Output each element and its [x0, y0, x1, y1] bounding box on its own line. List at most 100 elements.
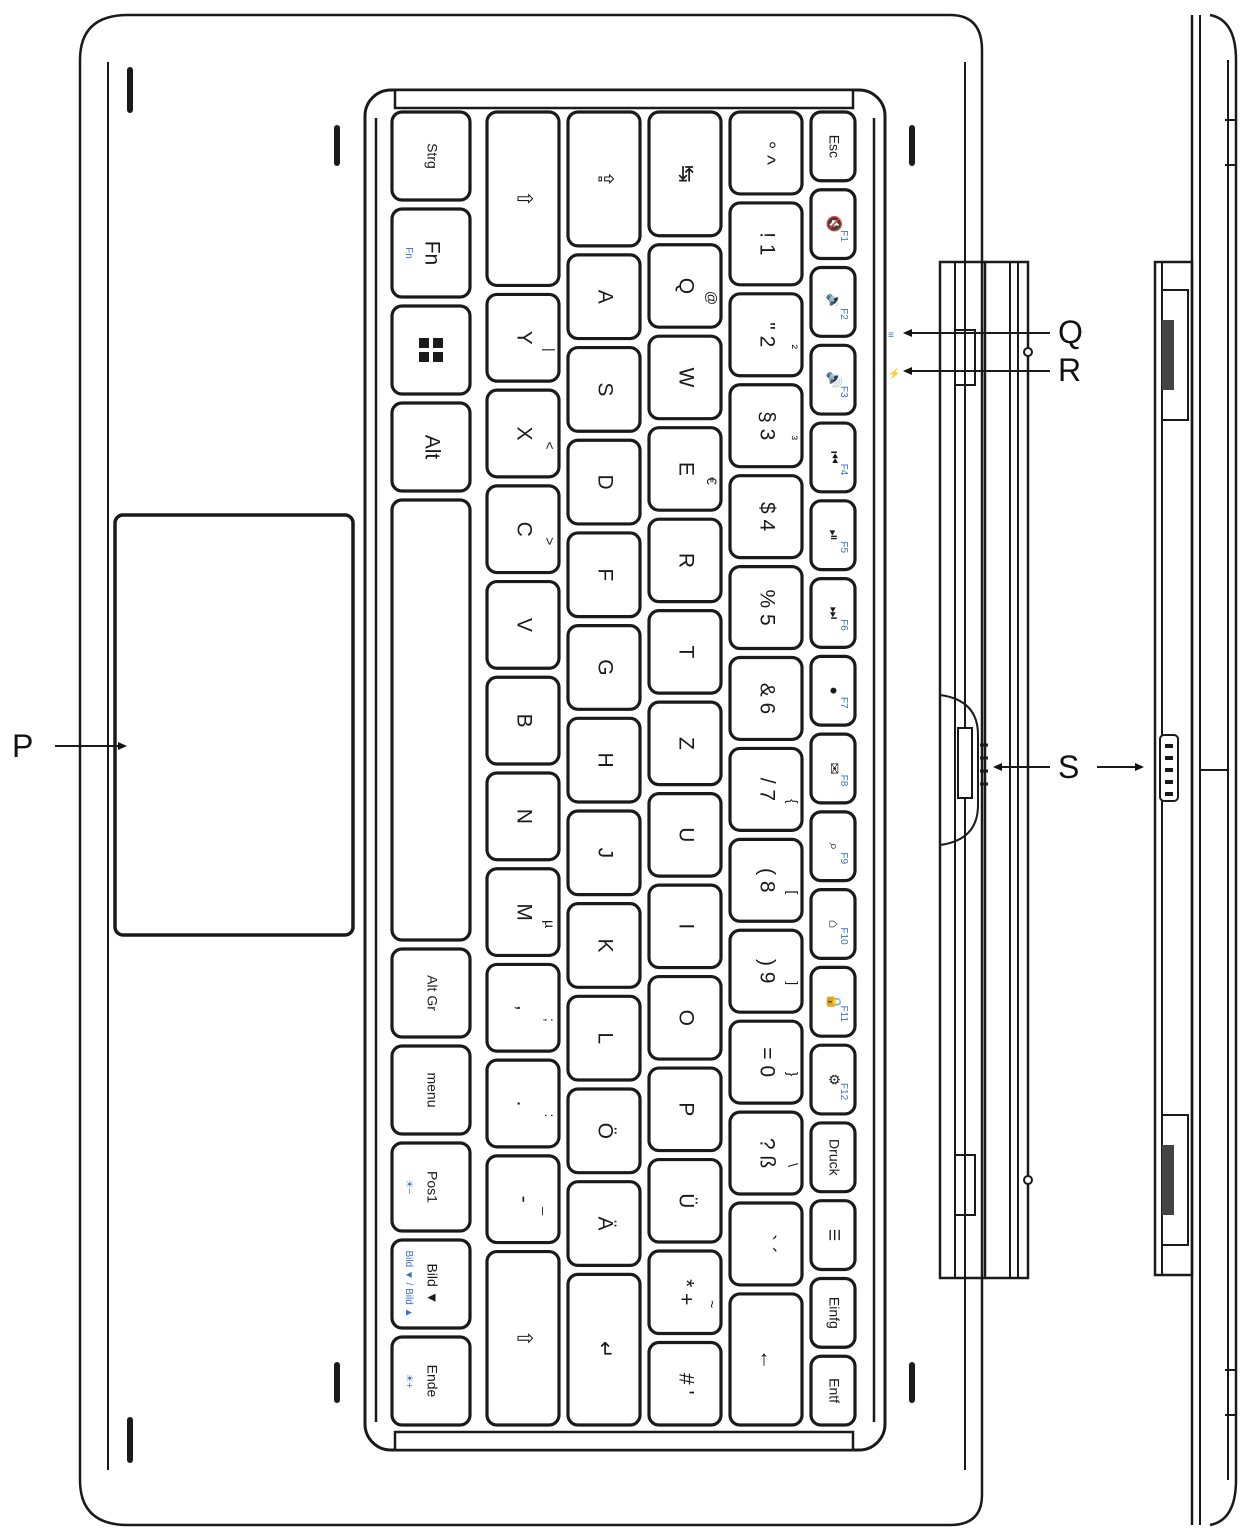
key-c2-k3[interactable]: D	[566, 438, 642, 526]
key-sublabel: F8	[838, 775, 849, 787]
key-c0-k0[interactable]: Strg	[390, 110, 472, 202]
key-c4-k11[interactable]: ? ß\	[728, 1110, 804, 1196]
key-c2-k7[interactable]: J	[566, 809, 642, 897]
key-c3-k13[interactable]: # '	[647, 1340, 723, 1427]
key-c1-k10[interactable]: -_	[485, 1154, 561, 1245]
key-c1-k2[interactable]: X<	[485, 388, 561, 479]
key-c5-k0[interactable]: Esc	[809, 110, 857, 183]
key-c4-k7[interactable]: / 7{	[728, 746, 804, 832]
key-c5-k7[interactable]: ●F7	[809, 654, 857, 727]
key-cap	[728, 1201, 804, 1287]
key-c4-k8[interactable]: ( 8[	[728, 837, 804, 923]
key-c5-k12[interactable]: ⚙F12	[809, 1043, 857, 1116]
key-c3-k12[interactable]: * +~	[647, 1249, 723, 1336]
key-c0-k9[interactable]: Ende☀+	[390, 1335, 472, 1427]
key-c5-k9[interactable]: ⌕F9	[809, 810, 857, 883]
key-c3-k10[interactable]: P	[647, 1066, 723, 1153]
key-c4-k5[interactable]: % 5	[728, 564, 804, 651]
key-label: % 5	[755, 589, 778, 625]
key-label: Ü	[674, 1193, 697, 1208]
key-c2-k1[interactable]: A	[566, 253, 642, 341]
key-c5-k5[interactable]: ⏯F5	[809, 499, 857, 572]
key-c1-k3[interactable]: C>	[485, 484, 561, 575]
key-c5-k10[interactable]: ⌂F10	[809, 888, 857, 961]
key-c4-k12[interactable]: ` ´	[728, 1201, 804, 1287]
key-c2-k5[interactable]: G	[566, 624, 642, 711]
key-cap	[390, 1238, 472, 1330]
key-c4-k10[interactable]: = 0}	[728, 1019, 804, 1105]
key-c4-k13[interactable]: ←	[728, 1292, 804, 1427]
key-c1-k5[interactable]: B	[485, 675, 561, 766]
key-label: ↹	[674, 165, 697, 183]
key-c3-k6[interactable]: Z	[647, 700, 723, 787]
key-c0-k3[interactable]: Alt	[390, 401, 472, 493]
key-c3-k1[interactable]: Q@	[647, 243, 723, 329]
key-label: " 2	[755, 322, 778, 347]
key-c5-k6[interactable]: ⏭F6	[809, 576, 857, 649]
key-c1-k9[interactable]: .:	[485, 1058, 561, 1149]
key-label: Y	[512, 331, 535, 345]
key-c3-k7[interactable]: U	[647, 792, 723, 878]
key-c4-k1[interactable]: ! 1	[728, 201, 804, 287]
key-c2-k2[interactable]: S	[566, 345, 642, 433]
key-c3-k8[interactable]: I	[647, 883, 723, 970]
key-c2-k10[interactable]: Ö	[566, 1087, 642, 1175]
key-c2-k9[interactable]: L	[566, 994, 642, 1082]
key-c1-k4[interactable]: V	[485, 579, 561, 670]
key-c3-k5[interactable]: T	[647, 609, 723, 695]
key-c1-k8[interactable]: ,;	[485, 962, 561, 1053]
key-c5-k1[interactable]: 🔇F1	[809, 188, 857, 261]
key-c1-k11[interactable]: ⇧	[485, 1249, 561, 1427]
key-c1-k7[interactable]: Mµ	[485, 867, 561, 958]
key-label: ( 8	[755, 868, 778, 893]
key-c2-k8[interactable]: K	[566, 902, 642, 989]
key-c5-k8[interactable]: ✉F8	[809, 732, 857, 805]
key-cap	[390, 1335, 472, 1427]
key-c3-k2[interactable]: W	[647, 334, 723, 421]
key-sublabel: >	[542, 537, 558, 545]
key-c5-k2[interactable]: 🔉F2	[809, 265, 857, 338]
key-c5-k16[interactable]: Entf	[809, 1354, 857, 1427]
key-c2-k4[interactable]: F	[566, 531, 642, 619]
key-c0-k8[interactable]: Bild ▼Bild ▼ / Bild ▲	[390, 1238, 472, 1330]
key-cap	[485, 962, 561, 1053]
key-c1-k6[interactable]: N	[485, 771, 561, 862]
key-label: Pos1	[424, 1171, 440, 1203]
key-c0-k7[interactable]: Pos1☀−	[390, 1141, 472, 1233]
key-label: ⇧	[512, 190, 535, 208]
key-c0-k4[interactable]	[390, 498, 472, 942]
key-c0-k2[interactable]	[390, 304, 472, 396]
key-c4-k9[interactable]: ) 9]	[728, 928, 804, 1014]
key-c5-k4[interactable]: ⏮F4	[809, 421, 857, 494]
key-c3-k11[interactable]: Ü	[647, 1157, 723, 1244]
key-c0-k5[interactable]: Alt Gr	[390, 947, 472, 1039]
key-label: H	[593, 753, 616, 768]
key-c3-k0[interactable]: ↹	[647, 110, 723, 238]
key-c2-k11[interactable]: Ä	[566, 1180, 642, 1267]
key-c5-k3[interactable]: 🔊F3	[809, 343, 857, 416]
key-c3-k3[interactable]: E€	[647, 426, 723, 512]
key-c5-k13[interactable]: Druck	[809, 1121, 857, 1194]
key-c1-k0[interactable]: ⇧	[485, 110, 561, 288]
key-c2-k6[interactable]: H	[566, 716, 642, 804]
key-c3-k4[interactable]: R	[647, 517, 723, 604]
key-c2-k12[interactable]: ↵	[566, 1272, 642, 1427]
key-cap	[647, 1340, 723, 1427]
key-c5-k15[interactable]: Einfg	[809, 1276, 857, 1349]
key-c5-k14[interactable]: ☰	[809, 1199, 857, 1272]
key-c5-k11[interactable]: 🔒F11	[809, 965, 857, 1038]
key-c4-k0[interactable]: ° ^	[728, 110, 804, 196]
key-c4-k6[interactable]: & 6	[728, 655, 804, 742]
key-c0-k6[interactable]: menu	[390, 1044, 472, 1136]
key-c2-k0[interactable]: ⇪	[566, 110, 642, 248]
key-label: ) 9	[755, 959, 778, 984]
touchpad[interactable]	[113, 513, 355, 937]
key-c4-k4[interactable]: $ 4	[728, 474, 804, 560]
key-c3-k9[interactable]: O	[647, 974, 723, 1061]
key-c1-k1[interactable]: Y|	[485, 292, 561, 383]
windows-icon-pane	[419, 352, 429, 362]
